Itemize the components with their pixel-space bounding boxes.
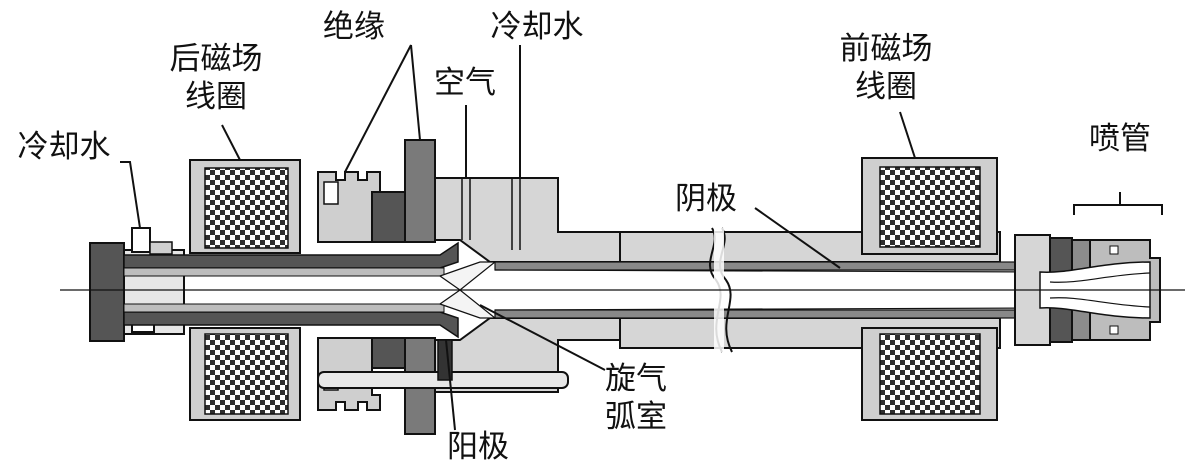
leader-cathode — [754, 207, 841, 269]
leader-rear-coil — [221, 124, 241, 161]
cooling-water-inlet-left — [131, 227, 151, 253]
label-anode: 阳极 — [447, 429, 509, 465]
leader-lines — [120, 44, 916, 431]
label-swirl-chamber: 旋气 弧室 — [598, 360, 674, 436]
inner-tubes-rear — [123, 241, 497, 381]
nozzle-assembly — [1014, 192, 1163, 346]
label-front-coil: 前磁场 线圈 — [836, 30, 936, 106]
front-magnetic-coil — [861, 157, 998, 421]
label-insulation: 绝缘 — [323, 9, 385, 45]
leader-insulation-2 — [410, 44, 421, 141]
label-cathode: 阴极 — [675, 181, 737, 217]
label-cooling-water-left: 冷却水 — [17, 129, 111, 165]
label-nozzle: 喷管 — [1089, 121, 1151, 157]
label-cooling-water-top: 冷却水 — [490, 9, 584, 45]
leader-swirl-chamber — [479, 304, 606, 371]
nozzle-bracket — [1073, 204, 1163, 215]
label-rear-coil-line1: 后磁场 — [169, 41, 263, 77]
insulation-block — [317, 139, 436, 435]
label-swirl-chamber-line2: 弧室 — [605, 399, 667, 435]
leader-cooling-water-left — [120, 161, 141, 229]
leader-front-coil — [899, 111, 916, 159]
label-front-coil-line2: 线圈 — [855, 69, 917, 105]
label-air: 空气 — [434, 65, 496, 101]
label-front-coil-line1: 前磁场 — [839, 31, 933, 67]
label-swirl-chamber-line1: 旋气 — [605, 361, 667, 397]
label-rear-coil-line2: 线圈 — [185, 79, 247, 115]
leader-anode — [445, 339, 456, 431]
rear-magnetic-coil — [189, 159, 301, 421]
label-rear-coil: 后磁场 线圈 — [166, 40, 266, 116]
leader-insulation-1 — [344, 44, 412, 173]
